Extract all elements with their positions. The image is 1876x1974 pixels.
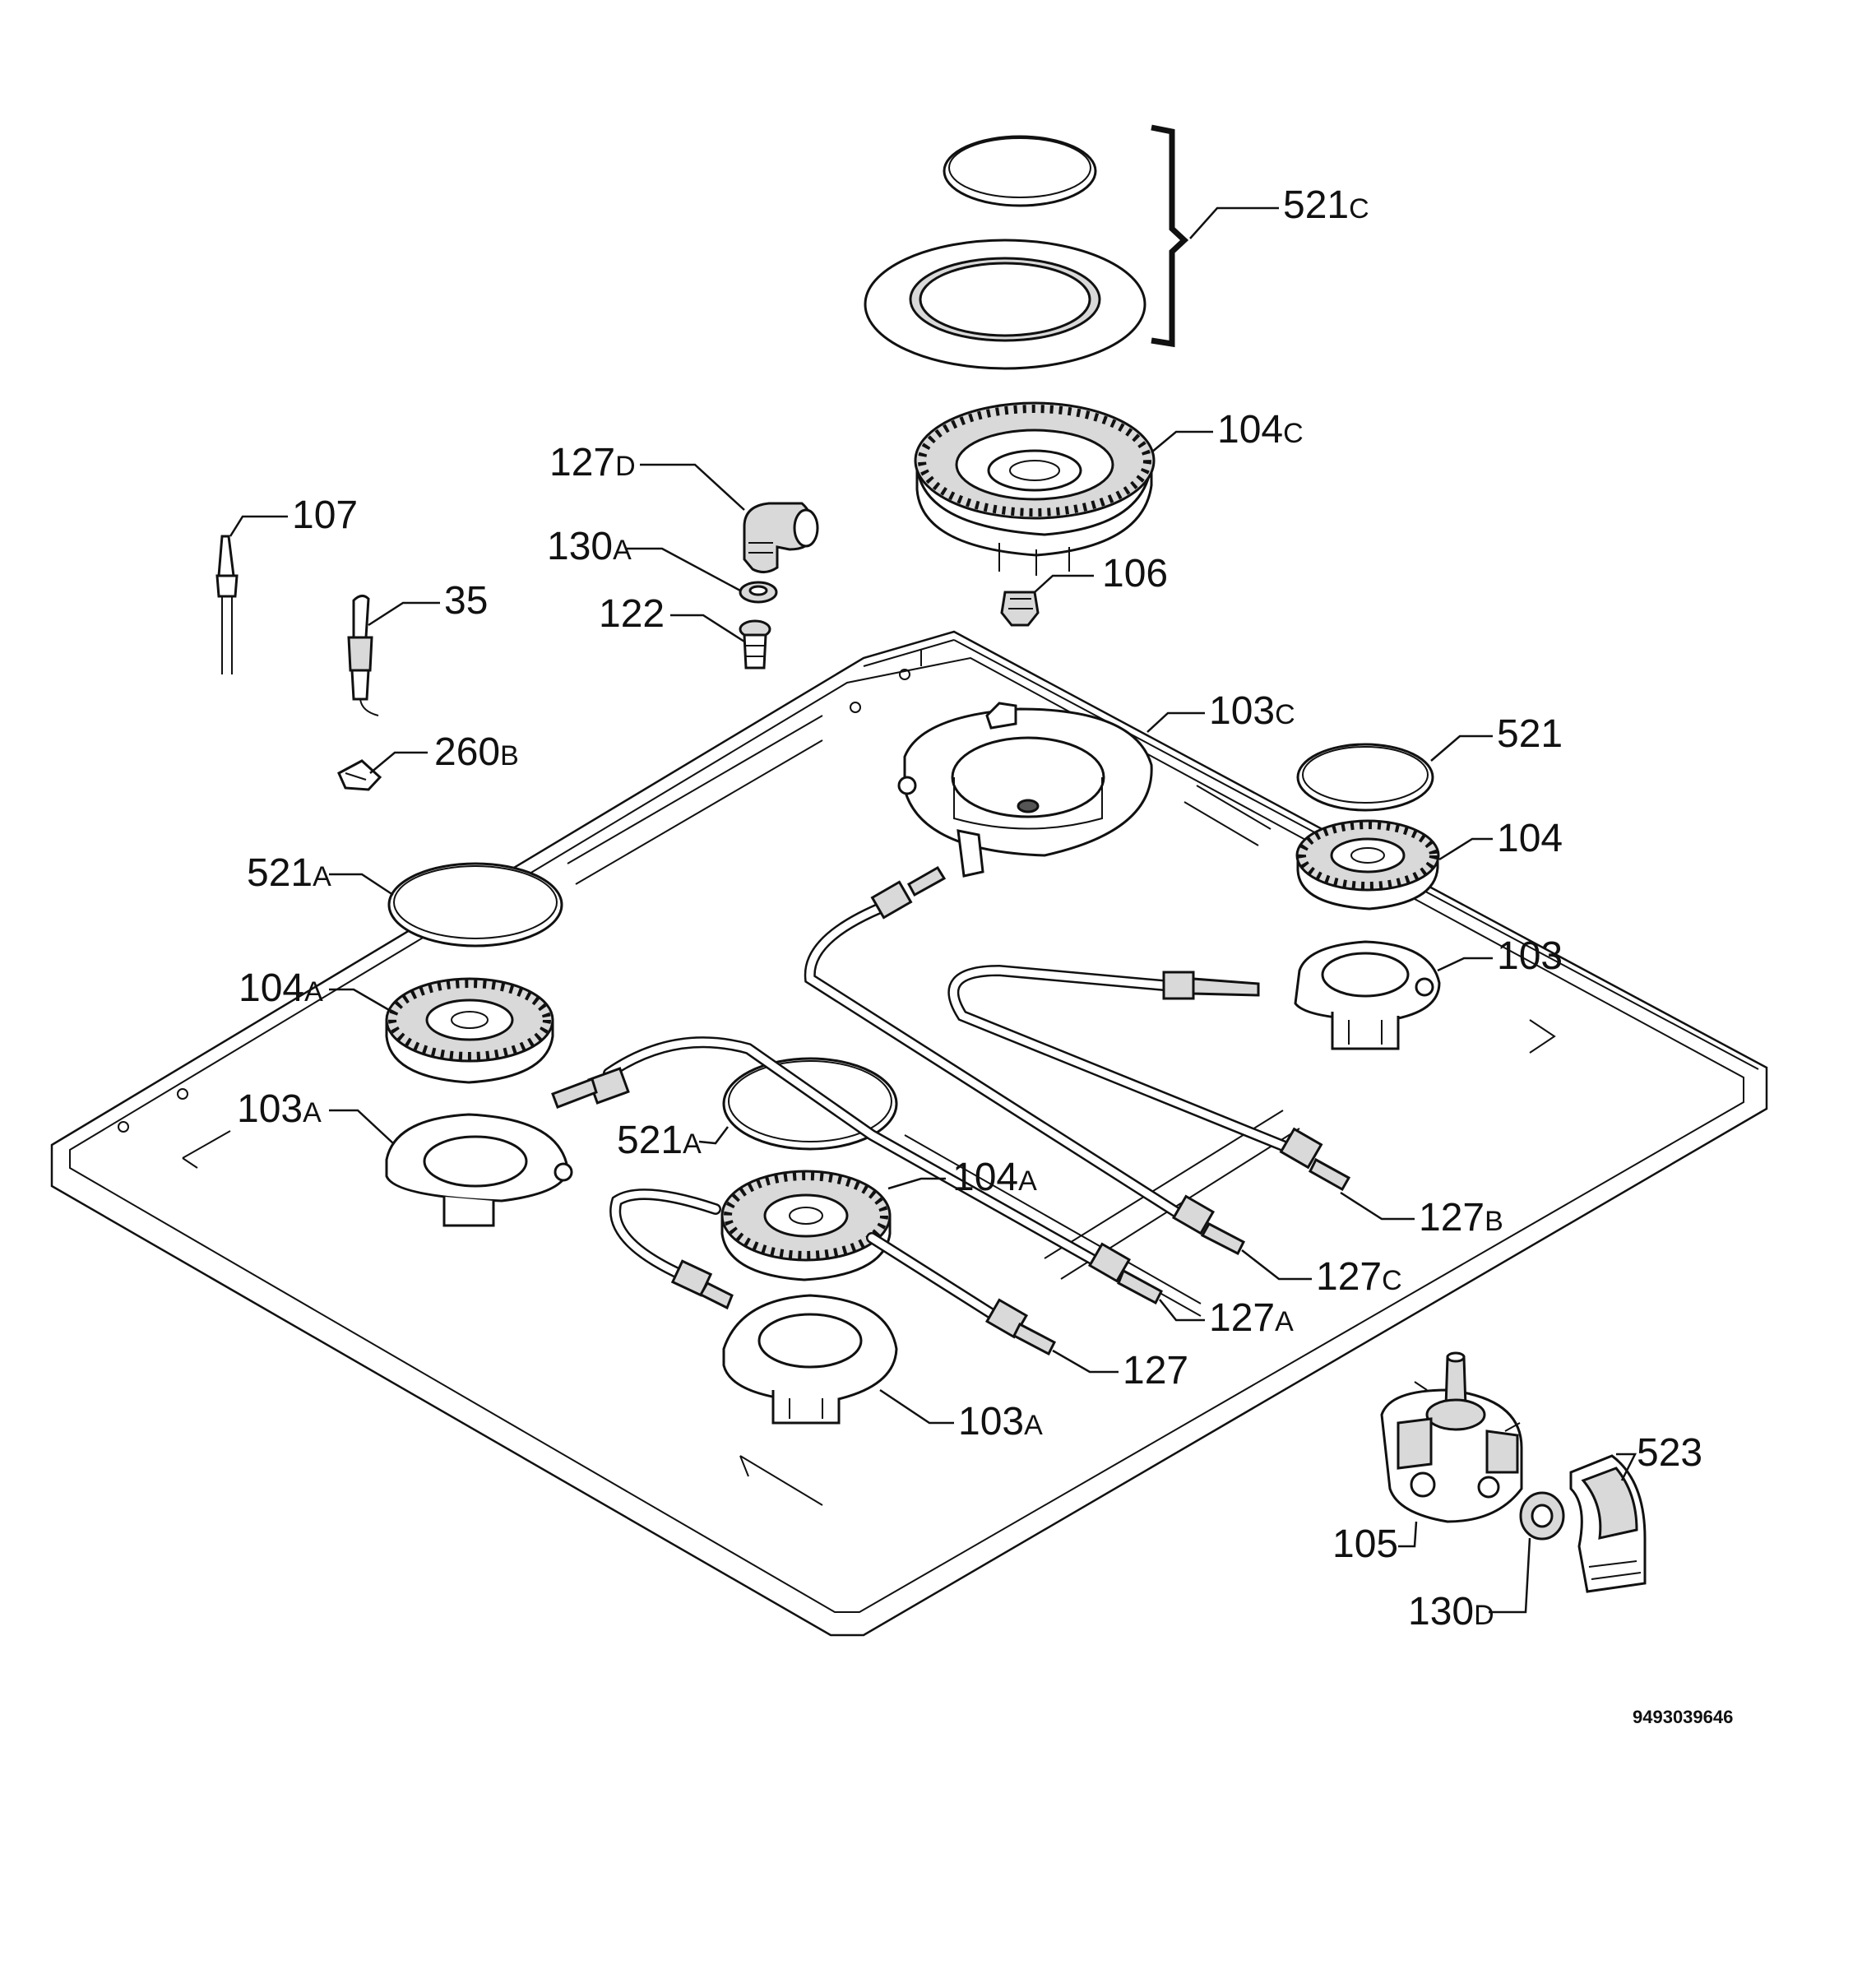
label-122: 122 xyxy=(599,592,665,636)
burner-cap-521 xyxy=(1296,743,1434,812)
label-104a-mid: 104A xyxy=(952,1156,1037,1199)
gas-pipe-127 xyxy=(609,1189,1056,1356)
label-107: 107 xyxy=(292,494,358,537)
part-labels: 521C 104C 127D 107 130A 35 122 106 260B … xyxy=(237,183,1733,1727)
injector-106 xyxy=(1000,591,1040,627)
label-103a-left: 103A xyxy=(237,1087,322,1131)
label-521a-left: 521A xyxy=(247,851,331,895)
label-130d: 130D xyxy=(1408,1590,1494,1633)
label-105: 105 xyxy=(1332,1522,1398,1566)
thermocouple-107 xyxy=(215,535,239,674)
label-104: 104 xyxy=(1497,817,1563,860)
label-103c: 103C xyxy=(1209,689,1295,733)
label-103: 103 xyxy=(1497,934,1563,978)
label-521a-mid: 521A xyxy=(617,1119,702,1162)
burner-crown-104a-left xyxy=(385,977,554,1084)
label-106: 106 xyxy=(1102,552,1168,595)
clip-260b xyxy=(337,759,382,791)
label-127b: 127B xyxy=(1419,1196,1503,1240)
washer-130a xyxy=(739,581,778,604)
label-104c: 104C xyxy=(1217,408,1304,452)
burner-base-103a-mid xyxy=(722,1294,898,1425)
label-130a: 130A xyxy=(547,525,632,568)
label-127a: 127A xyxy=(1209,1296,1294,1340)
label-103a-mid: 103A xyxy=(958,1400,1043,1443)
burner-cap-521c xyxy=(864,135,1146,370)
burner-base-103c xyxy=(897,702,1153,878)
burner-cap-521a-left xyxy=(387,862,563,948)
washer-130d xyxy=(1519,1491,1565,1541)
burner-base-103 xyxy=(1294,940,1441,1050)
label-260b: 260B xyxy=(434,730,519,774)
burner-crown-104 xyxy=(1295,819,1440,911)
brace-521c xyxy=(1151,124,1189,348)
nozzle-122 xyxy=(739,619,771,670)
document-id: 9493039646 xyxy=(1633,1707,1733,1727)
leader-lines xyxy=(229,206,1637,1614)
label-523: 523 xyxy=(1637,1431,1702,1475)
ignition-electrode-35 xyxy=(347,595,379,716)
label-127: 127 xyxy=(1123,1349,1188,1392)
burner-crown-104a-mid xyxy=(720,1170,892,1281)
label-127d: 127D xyxy=(549,441,636,484)
gas-pipe-127a xyxy=(551,1036,1163,1305)
burner-crown-104c xyxy=(914,401,1156,576)
clamp-523 xyxy=(1569,1454,1647,1593)
gas-pipe-127c xyxy=(804,865,1245,1256)
label-521c: 521C xyxy=(1283,183,1369,227)
label-521: 521 xyxy=(1497,712,1563,756)
label-104a-left: 104A xyxy=(239,966,323,1010)
label-35: 35 xyxy=(444,579,488,623)
elbow-127d xyxy=(743,502,819,573)
label-127c: 127C xyxy=(1316,1255,1402,1299)
burner-base-103a-left xyxy=(385,1113,573,1227)
gas-valve-105 xyxy=(1380,1351,1523,1523)
gas-pipe-127b xyxy=(947,964,1351,1192)
